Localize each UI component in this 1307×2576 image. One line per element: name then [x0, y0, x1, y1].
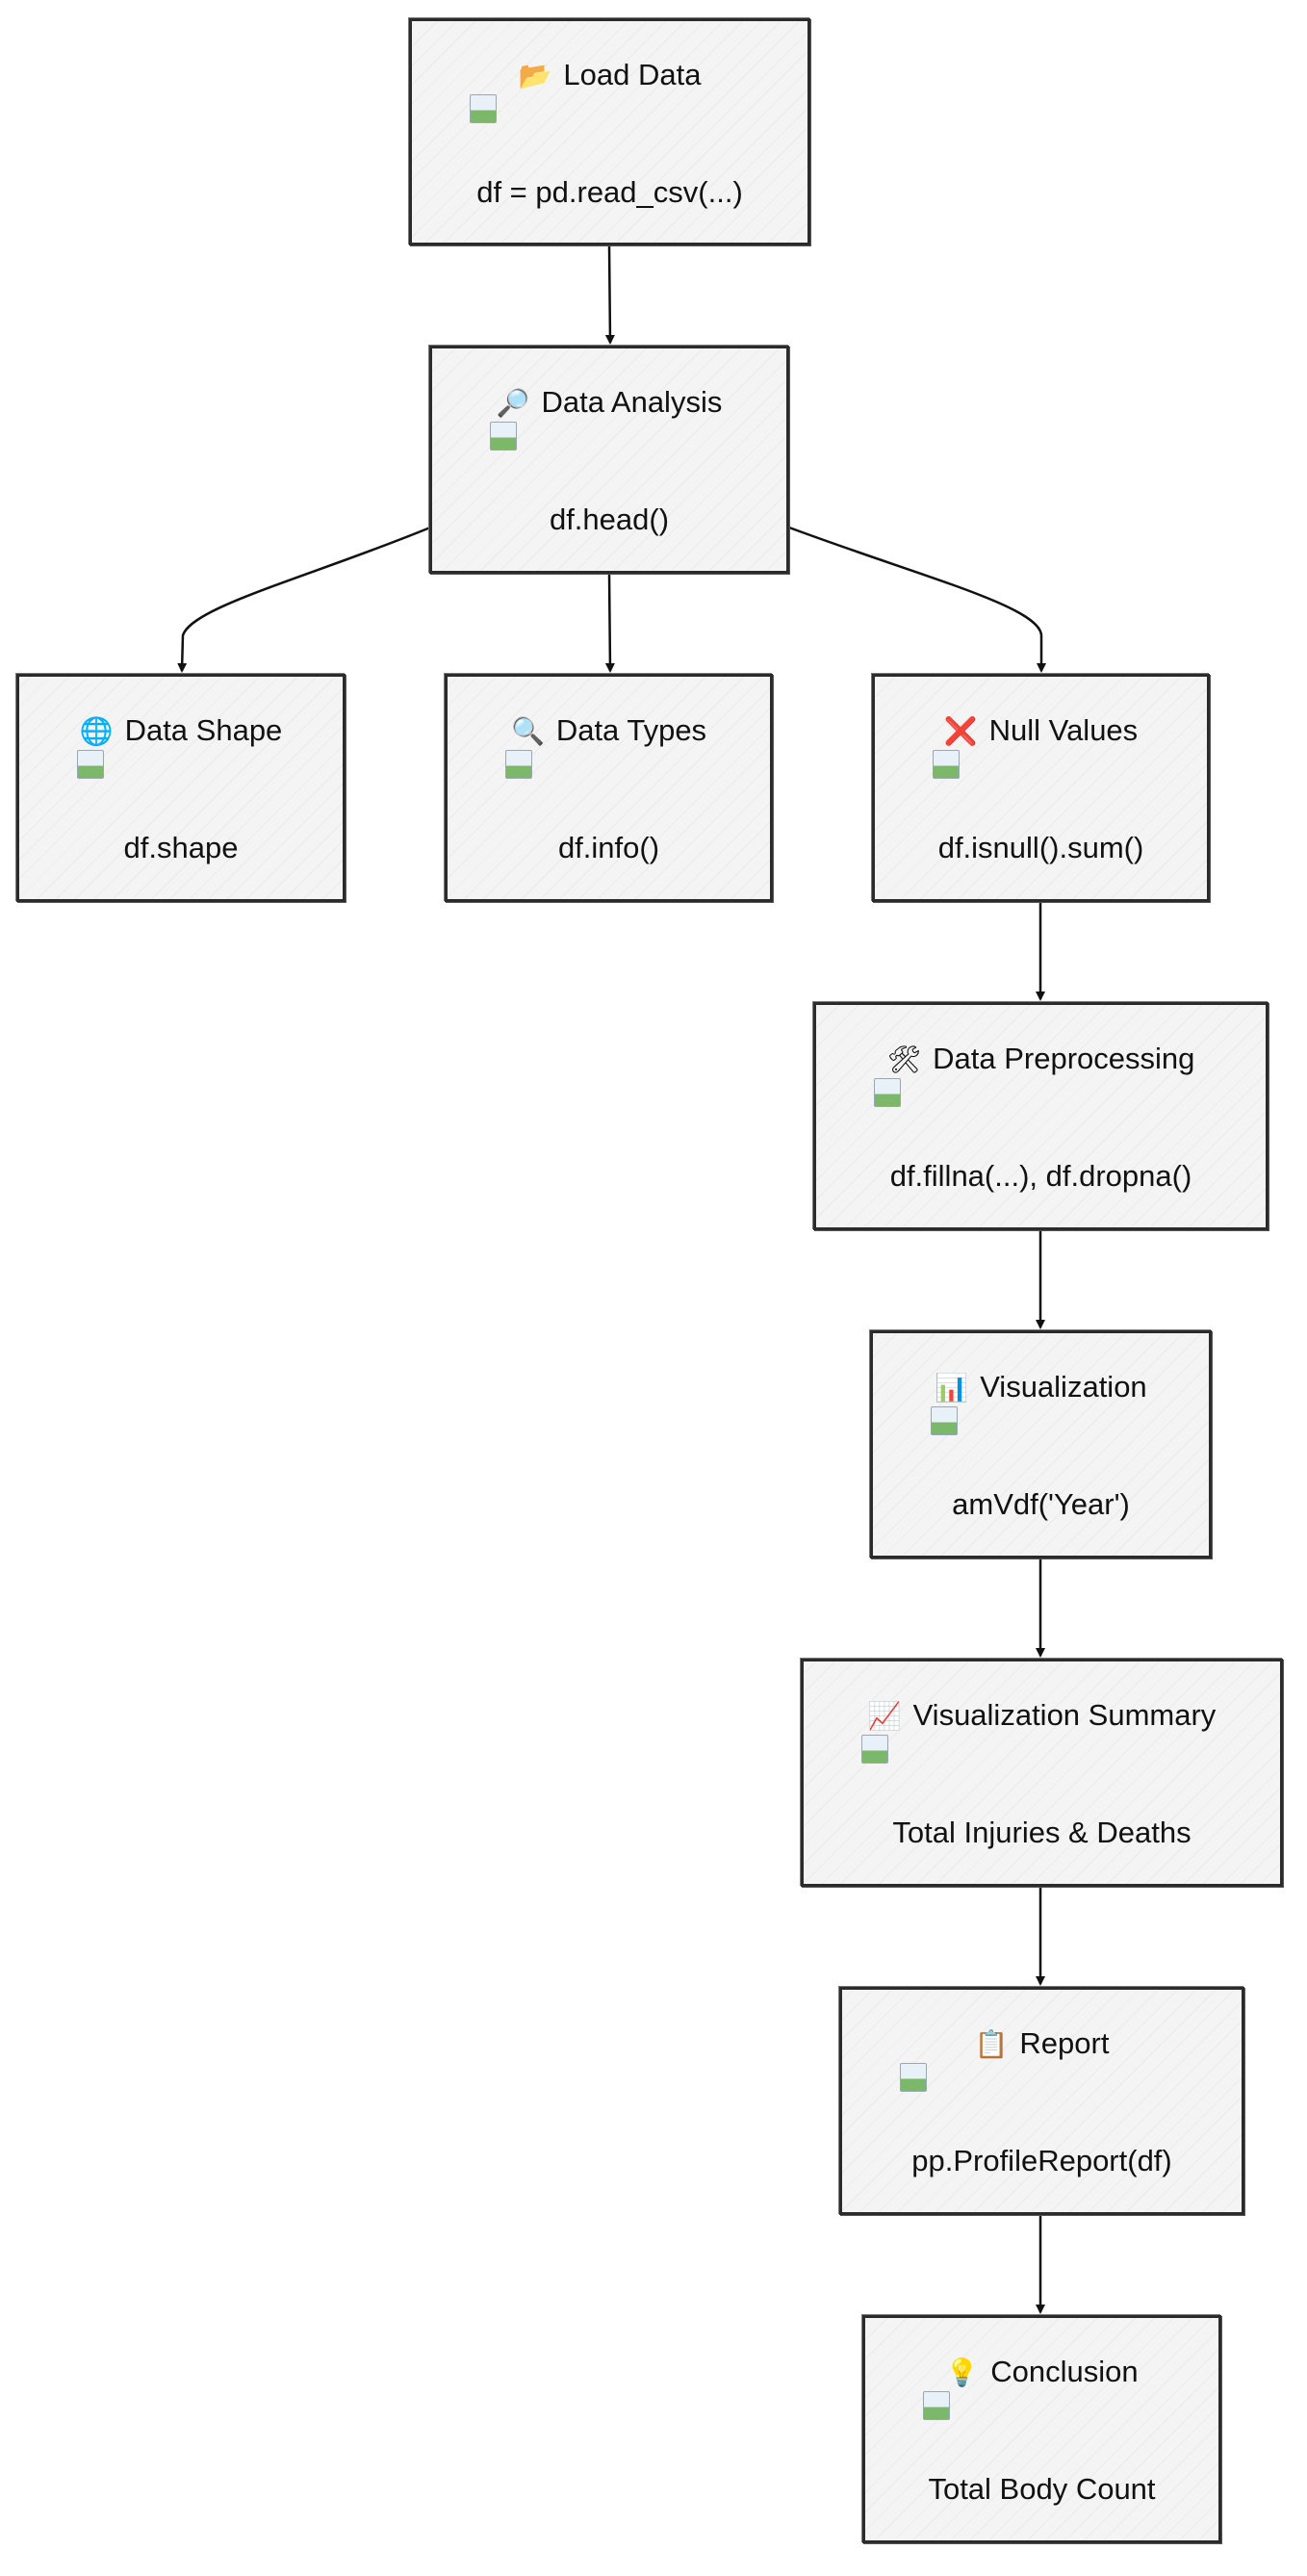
globe-icon: 🌐: [79, 716, 114, 746]
node-code: df = pd.read_csv(...): [476, 175, 743, 209]
node-title: ❌ Null Values: [875, 713, 1207, 748]
node-code: df.shape: [123, 831, 239, 864]
line-chart-icon: 📈: [867, 1701, 902, 1731]
node-visualization[interactable]: 📊 Visualization amVdf('Year'): [870, 1330, 1212, 1558]
node-title-text: Load Data: [563, 58, 702, 91]
node-title-text: Data Preprocessing: [933, 1042, 1195, 1075]
node-code: df.head(): [549, 502, 670, 536]
node-title: 🔍 Data Types: [448, 713, 770, 748]
clipboard-icon: 📋: [974, 2029, 1009, 2059]
node-title: 💡 Conclusion: [865, 2355, 1218, 2389]
node-title: 🌐 Data Shape: [19, 713, 343, 748]
tools-icon: 🛠: [886, 1044, 922, 1074]
node-code: df.isnull().sum(): [937, 831, 1144, 864]
node-title-text: Conclusion: [990, 2355, 1139, 2388]
cross-mark-icon: ❌: [943, 716, 978, 746]
broken-image-icon: [900, 2063, 927, 2092]
node-code: Total Body Count: [928, 2472, 1156, 2506]
node-visualization-summary[interactable]: 📈 Visualization Summary Total Injuries & …: [801, 1659, 1283, 1887]
broken-image-icon: [505, 750, 532, 779]
search-icon: 🔍: [510, 716, 545, 746]
node-conclusion[interactable]: 💡 Conclusion Total Body Count: [862, 2315, 1221, 2543]
node-code: amVdf('Year'): [952, 1487, 1130, 1521]
node-title-text: Data Analysis: [541, 385, 723, 419]
node-load-data[interactable]: 📂 Load Data df = pd.read_csv(...): [409, 18, 810, 245]
node-title: 🔎 Data Analysis: [432, 385, 786, 420]
node-title-text: Visualization Summary: [912, 1698, 1217, 1732]
node-title-text: Data Types: [555, 713, 707, 747]
broken-image-icon: [874, 1078, 901, 1107]
magnifier-icon: 🔎: [496, 388, 530, 418]
node-title: 📈 Visualization Summary: [804, 1698, 1280, 1733]
broken-image-icon: [933, 750, 960, 779]
broken-image-icon: [77, 750, 104, 779]
node-title-text: Data Shape: [124, 713, 283, 747]
node-title: 🛠 Data Preprocessing: [816, 1042, 1266, 1076]
edge-analysis-to-nulls: [788, 526, 1046, 673]
lightbulb-icon: 💡: [945, 2357, 980, 2387]
node-code: pp.ProfileReport(df): [911, 2144, 1172, 2177]
node-data-types[interactable]: 🔍 Data Types df.info(): [445, 674, 773, 902]
broken-image-icon: [490, 422, 517, 451]
node-title-text: Report: [1019, 2026, 1110, 2060]
node-title: 📂 Load Data: [412, 58, 807, 92]
node-data-preprocessing[interactable]: 🛠 Data Preprocessing df.fillna(...), df.d…: [813, 1002, 1269, 1230]
node-null-values[interactable]: ❌ Null Values df.isnull().sum(): [872, 674, 1210, 902]
node-code: Total Injuries & Deaths: [892, 1816, 1192, 1849]
node-code: df.info(): [557, 831, 660, 864]
edge-load-to-analysis: [604, 245, 615, 345]
bar-chart-icon: 📊: [935, 1373, 969, 1403]
broken-image-icon: [923, 2391, 950, 2420]
node-title: 📋 Report: [842, 2026, 1242, 2061]
node-title-text: Null Values: [988, 713, 1139, 747]
broken-image-icon: [861, 1735, 888, 1764]
node-data-shape[interactable]: 🌐 Data Shape df.shape: [16, 674, 346, 902]
node-report[interactable]: 📋 Report pp.ProfileReport(df): [839, 1987, 1244, 2215]
node-title-text: Visualization: [980, 1370, 1147, 1404]
node-data-analysis[interactable]: 🔎 Data Analysis df.head(): [429, 346, 789, 574]
folder-icon: 📂: [518, 61, 552, 90]
edge-analysis-to-types: [604, 573, 615, 673]
node-title: 📊 Visualization: [873, 1370, 1209, 1404]
node-code: df.fillna(...), df.dropna(): [889, 1159, 1192, 1193]
edge-analysis-to-shape: [177, 526, 431, 673]
broken-image-icon: [470, 94, 497, 123]
broken-image-icon: [931, 1406, 958, 1435]
